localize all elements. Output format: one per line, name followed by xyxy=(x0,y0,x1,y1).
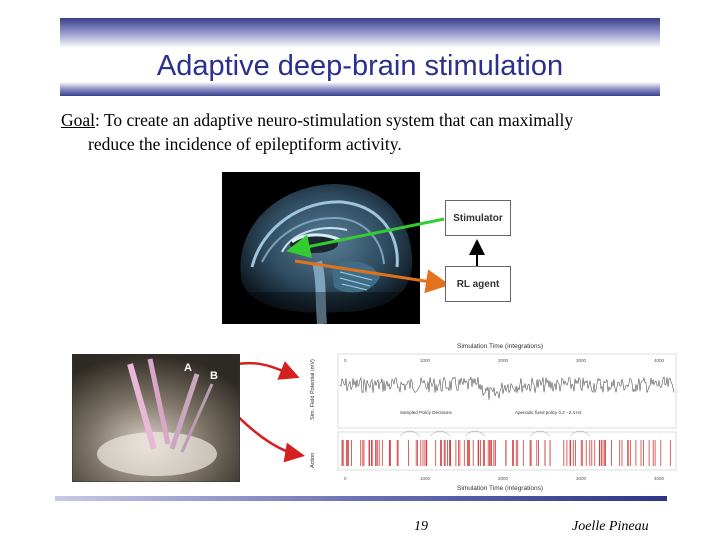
field-potential-trace xyxy=(339,376,675,401)
tick-top-4: 4000 xyxy=(654,358,665,363)
annotation-aperiodic: Aperiodic fixed policy 0.2 - 2.4 Hz xyxy=(515,410,583,415)
plot-bottom-axis-title: Simulation Time (integrations) xyxy=(457,485,543,492)
plot-y-label-bottom: Action xyxy=(310,453,316,468)
photo-label-b: B xyxy=(210,370,218,382)
title-band-bottom xyxy=(60,82,660,96)
goal-label: Goal xyxy=(61,110,96,130)
goal-line-1: : To create an adaptive neuro-stimulatio… xyxy=(95,110,574,130)
tick-bottom-1: 1000 xyxy=(420,476,431,481)
action-spikes xyxy=(341,440,671,466)
footer-divider xyxy=(55,496,667,501)
tick-top-0: 0 xyxy=(344,358,347,363)
tick-bottom-0: 0 xyxy=(344,476,347,481)
footer-author: Joelle Pineau xyxy=(572,519,649,534)
page-number: 19 xyxy=(414,519,428,534)
electrode-photo: A B xyxy=(72,354,240,482)
annotation-sampled: Sampled Policy Decisions xyxy=(400,410,453,415)
simulation-plot: Simulation Time (integrations) 0 1000 20… xyxy=(300,340,680,495)
plot-top-axis-title: Simulation Time (integrations) xyxy=(457,343,543,350)
tick-top-2: 2000 xyxy=(498,358,509,363)
title-band: Adaptive deep-brain stimulation xyxy=(60,18,660,96)
tick-top-3: 3000 xyxy=(576,358,587,363)
title-band-top xyxy=(60,18,660,48)
goal-line-2: reduce the incidence of epileptiform act… xyxy=(88,134,402,154)
tick-bottom-2: 2000 xyxy=(498,476,509,481)
rl-agent-box: RL agent xyxy=(445,266,511,302)
plot-y-label-top: Sim. Field Potential (mV) xyxy=(310,359,316,420)
tick-top-1: 1000 xyxy=(420,358,431,363)
tick-bottom-4: 4000 xyxy=(654,476,665,481)
brain-mri-image xyxy=(222,172,420,324)
goal-text: Goal: To create an adaptive neuro-stimul… xyxy=(61,108,671,156)
photo-label-a: A xyxy=(184,362,192,374)
slide-title: Adaptive deep-brain stimulation xyxy=(156,50,564,82)
tick-bottom-3: 3000 xyxy=(576,476,587,481)
stimulator-box: Stimulator xyxy=(445,200,511,236)
